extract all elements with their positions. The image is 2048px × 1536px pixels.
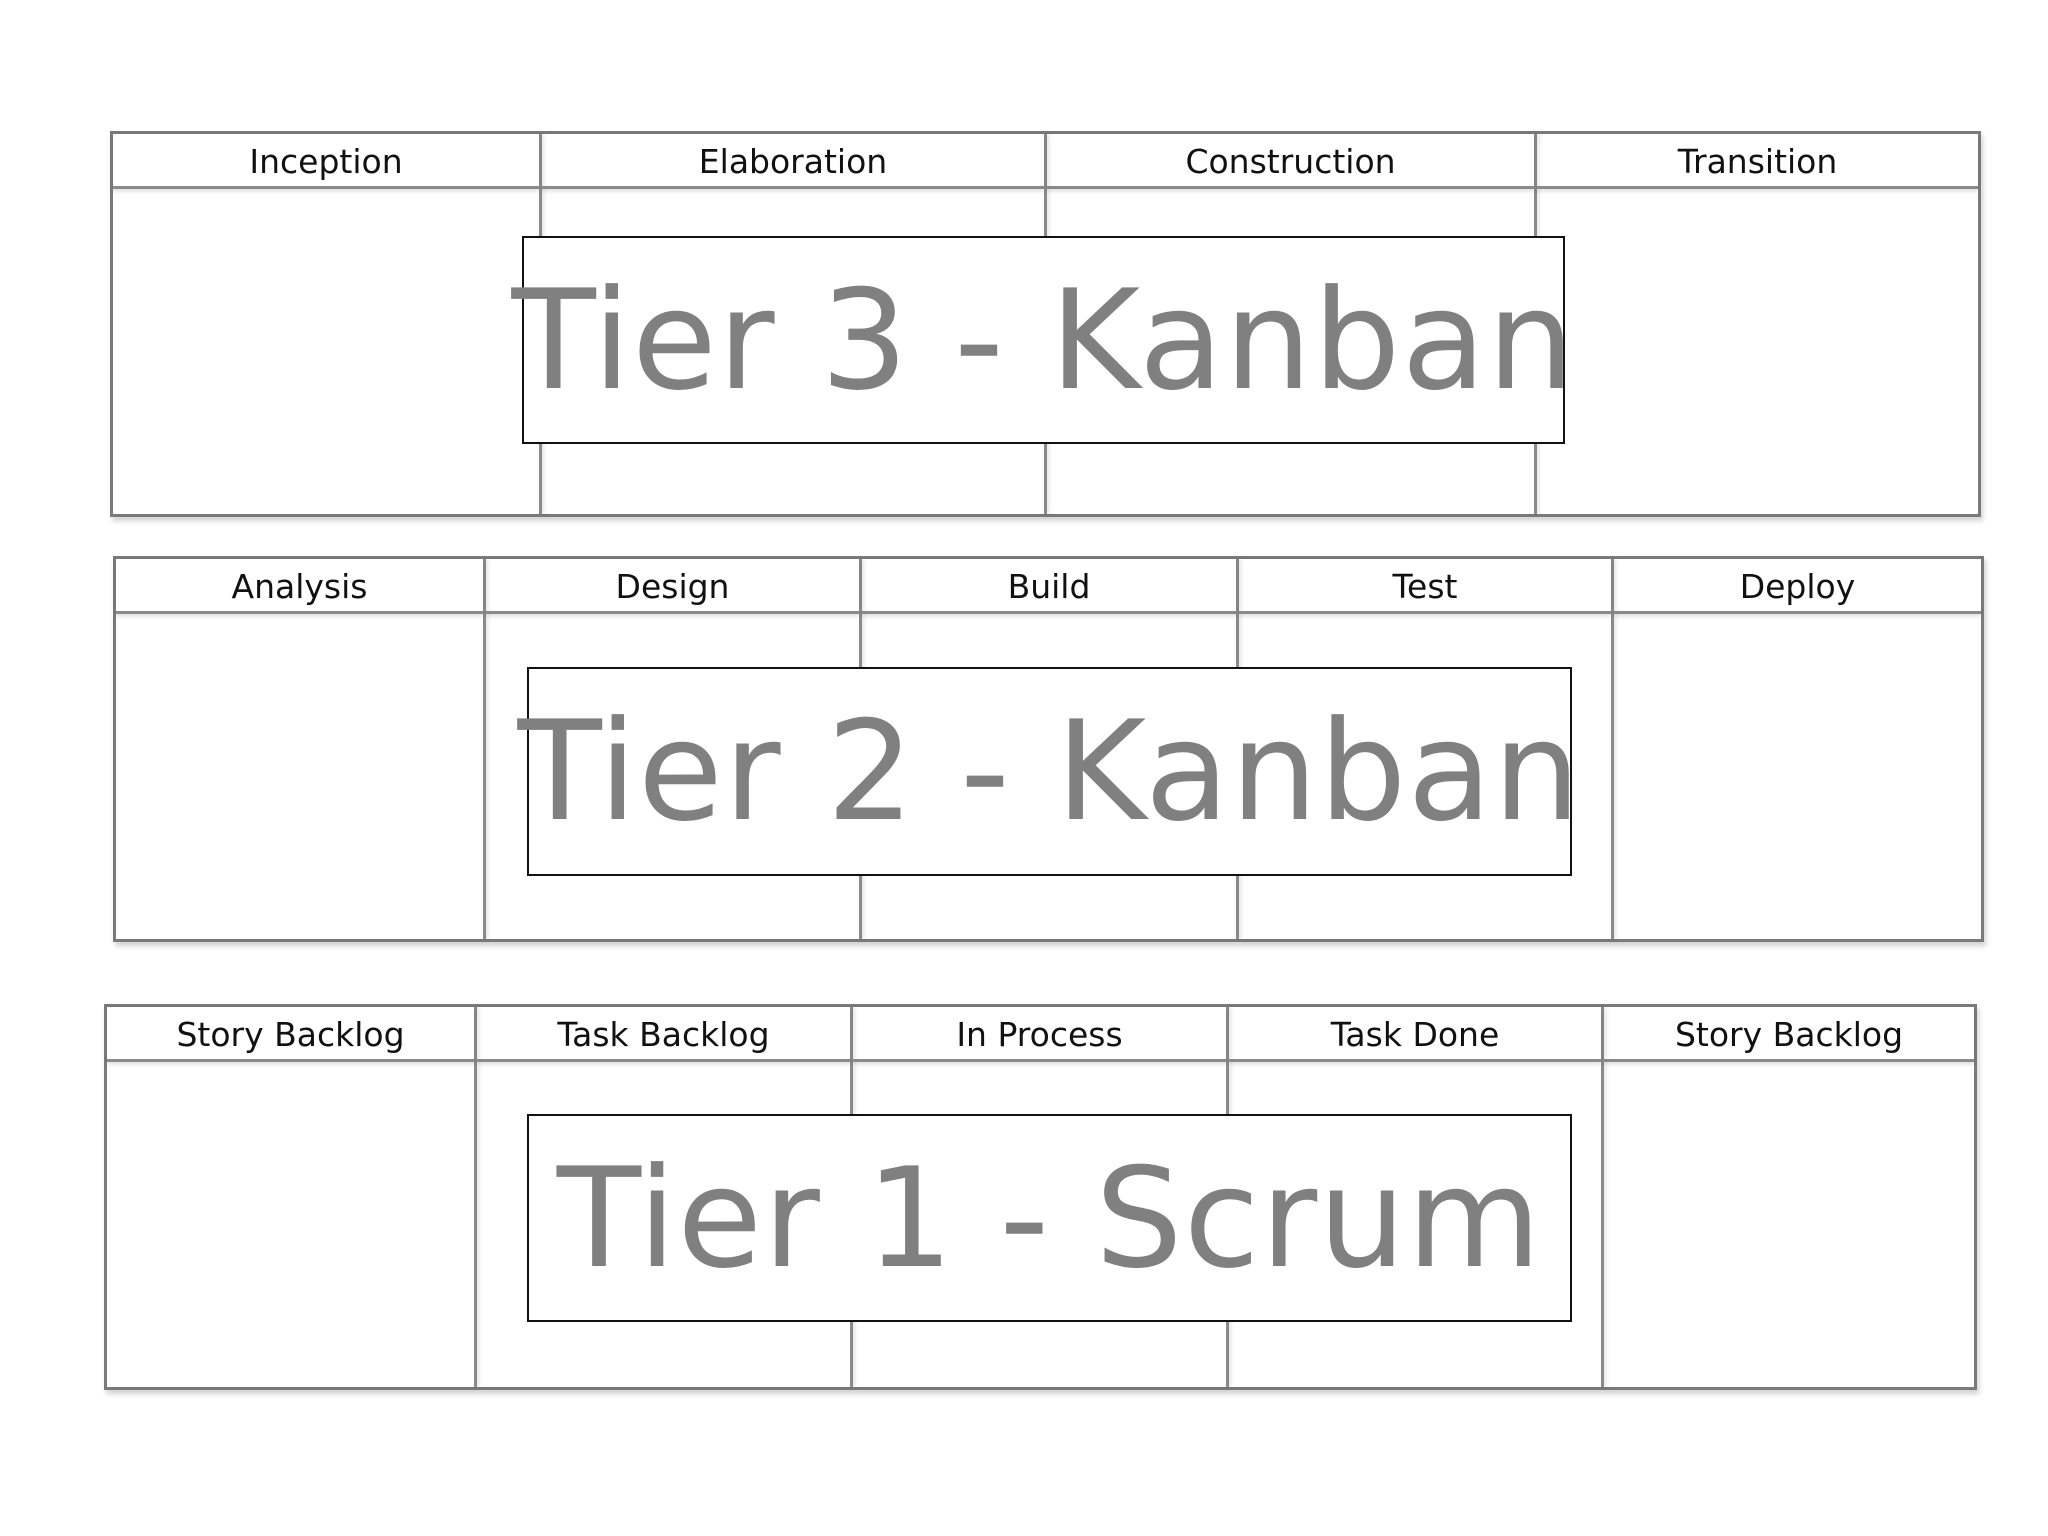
column-header: Test (1239, 559, 1611, 614)
column-header: Construction (1047, 134, 1534, 189)
column-test: Test (1239, 559, 1614, 939)
column-header: Task Done (1229, 1007, 1601, 1062)
column-header: Deploy (1614, 559, 1981, 614)
column-header: Elaboration (542, 134, 1044, 189)
column-transition: Transition (1537, 134, 1978, 514)
column-header: Story Backlog (1604, 1007, 1974, 1062)
tier-3-board: Inception Elaboration Construction Trans… (110, 131, 1981, 517)
column-header: Story Backlog (107, 1007, 474, 1062)
tier-1-board: Story Backlog Task Backlog In Process Ta… (104, 1004, 1977, 1390)
column-task-done: Task Done (1229, 1007, 1604, 1387)
tier-1-title: Tier 1 - Scrum (527, 1114, 1572, 1322)
column-story-backlog-done: Story Backlog (1604, 1007, 1974, 1387)
column-deploy: Deploy (1614, 559, 1981, 939)
column-header: Transition (1537, 134, 1978, 189)
column-story-backlog: Story Backlog (107, 1007, 477, 1387)
column-header: In Process (853, 1007, 1226, 1062)
column-analysis: Analysis (116, 559, 486, 939)
column-elaboration: Elaboration (542, 134, 1047, 514)
column-header: Build (862, 559, 1236, 614)
column-header: Design (486, 559, 859, 614)
column-header: Analysis (116, 559, 483, 614)
column-inception: Inception (113, 134, 542, 514)
tier-2-title: Tier 2 - Kanban (518, 667, 1580, 876)
column-header: Inception (113, 134, 539, 189)
column-header: Task Backlog (477, 1007, 850, 1062)
tier-3-title: Tier 3 - Kanban (512, 236, 1574, 444)
